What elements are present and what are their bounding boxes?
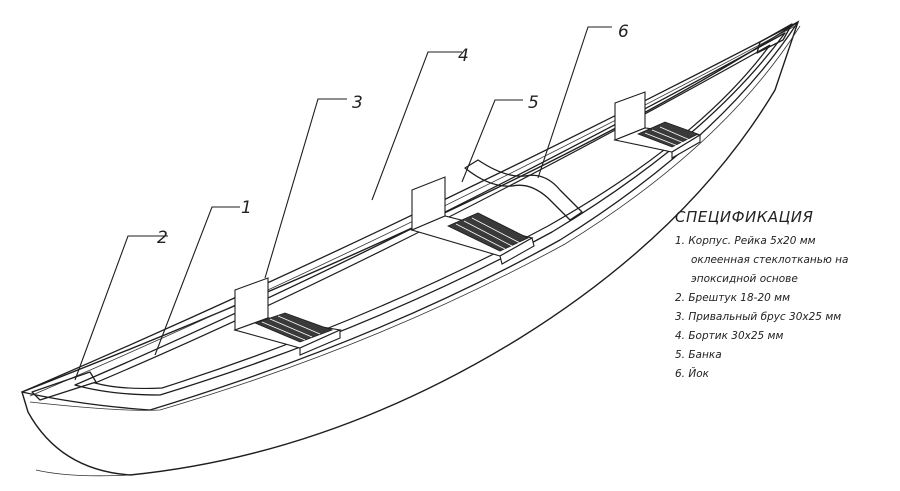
- callout-6: 6: [618, 22, 629, 42]
- breasthook-bow: [756, 23, 793, 54]
- callout-2: 2: [157, 228, 168, 248]
- leader-4: [371, 51, 462, 201]
- yoke: [464, 159, 583, 221]
- callout-4: 4: [458, 46, 469, 66]
- specification-title: СПЕЦИФИКАЦИЯ: [675, 208, 814, 226]
- leader-3: [264, 98, 347, 279]
- inner-rim: [74, 32, 786, 396]
- rim-stripe-top: [29, 25, 796, 397]
- leader-lines: [74, 26, 612, 381]
- gunwale-outer: [21, 21, 799, 411]
- hull-lower-line: [35, 469, 131, 477]
- leader-6: [537, 26, 612, 179]
- rim-stripe-bottom: [29, 25, 801, 411]
- spec-item-1-line-1: 1. Корпус. Рейка 5х20 мм: [675, 235, 816, 247]
- spec-item-6: 6. Йок: [675, 368, 709, 380]
- callout-1: 1: [241, 198, 252, 218]
- seat-rear: [233, 277, 342, 356]
- seat-front: [613, 91, 702, 159]
- spec-item-4: 4. Бортик 30х25 мм: [675, 330, 784, 342]
- leader-1: [154, 206, 240, 356]
- spec-item-1-line-3: эпоксидной основе: [691, 273, 798, 285]
- callout-3: 3: [352, 93, 363, 113]
- leader-5: [461, 99, 523, 183]
- spec-item-3: 3. Привальный брус 30х25 мм: [675, 311, 842, 323]
- spec-item-5: 5. Банка: [675, 349, 722, 361]
- callout-5: 5: [528, 93, 539, 113]
- canoe-floor: [93, 44, 771, 390]
- leader-2: [74, 235, 168, 381]
- breasthook-stern: [31, 371, 97, 401]
- seat-middle: [410, 176, 535, 265]
- spec-item-2: 2. Брештук 18-20 мм: [675, 292, 790, 304]
- spec-item-1-line-2: оклеенная стеклотканью на: [691, 254, 849, 266]
- specification-block: СПЕЦИФИКАЦИЯ 1. Корпус. Рейка 5х20 мм ок…: [675, 208, 897, 384]
